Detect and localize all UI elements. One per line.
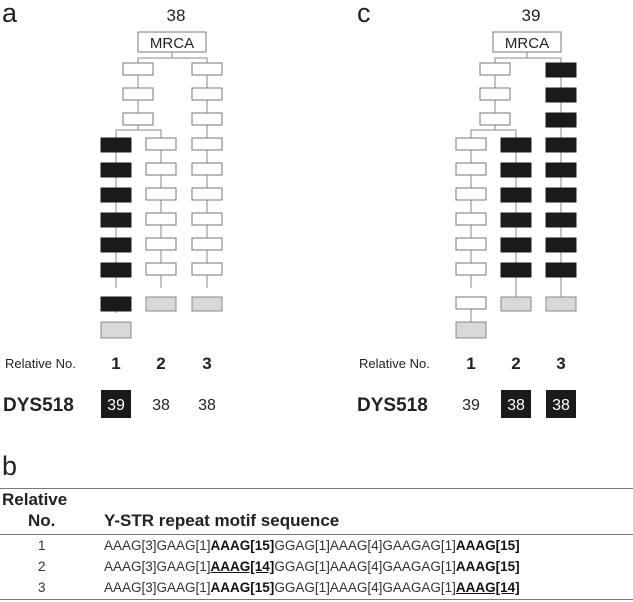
relative-1-box (100, 321, 132, 339)
mutated-box (545, 187, 577, 203)
generation-box (122, 112, 154, 126)
panel-a-letter: a (2, 0, 18, 28)
header-relative: Relative (2, 490, 68, 509)
mutated-box (545, 87, 577, 103)
generation-box (122, 87, 154, 101)
allele-value: 39 (107, 397, 125, 414)
generation-box (455, 212, 487, 226)
generation-box (145, 237, 177, 251)
table-top-rule (0, 488, 633, 489)
allele-value: 38 (552, 397, 570, 414)
pedigree-a: 38 MRCA (3, 6, 223, 418)
generation-box (479, 87, 511, 101)
generation-box (191, 137, 223, 151)
row-number: 2 (38, 559, 46, 574)
generation-box (191, 162, 223, 176)
allele-value: 38 (507, 397, 525, 414)
mutated-box (545, 212, 577, 228)
mutated-box (500, 162, 532, 178)
table-row: AAAG[3]GAAG[1]AAAG[14]GGAG[1]AAAG[4]GAAG… (104, 559, 520, 574)
table-bottom-rule (0, 599, 633, 600)
table-row: AAAG[3]GAAG[1]AAAG[15]GGAG[1]AAAG[4]GAAG… (104, 538, 520, 553)
generation-box (145, 212, 177, 226)
mutated-box (545, 112, 577, 128)
relative-number: 2 (156, 354, 165, 373)
mrca-label: MRCA (150, 35, 194, 52)
header-no: No. (28, 511, 56, 530)
tree-lines (115, 52, 208, 325)
relative-number: 1 (111, 354, 120, 373)
generation-box (455, 162, 487, 176)
relative-no-label: Relative No. (359, 356, 430, 371)
panel-b-letter: b (2, 451, 18, 481)
mrca-value: 39 (522, 6, 541, 25)
mutated-box (500, 237, 532, 253)
generation-box (191, 237, 223, 251)
relative-number: 2 (511, 354, 520, 373)
generation-box (455, 262, 487, 276)
generation-box (145, 137, 177, 151)
mutated-box (500, 137, 532, 153)
generation-box (455, 187, 487, 201)
mutated-box (545, 62, 577, 78)
mutated-box (545, 237, 577, 253)
highlight-value-box (101, 390, 131, 418)
marker-label: DYS518 (3, 395, 74, 416)
relative-2-box (500, 296, 532, 312)
highlight-value-box (501, 390, 531, 418)
relative-3-box (191, 296, 223, 312)
marker-label: DYS518 (357, 395, 428, 416)
mutated-box (100, 212, 132, 228)
row-number: 1 (38, 538, 46, 553)
mutated-box (500, 212, 532, 228)
header-rule (0, 534, 633, 535)
tree-lines (470, 52, 562, 322)
generation-box (479, 62, 511, 76)
generation-box (145, 162, 177, 176)
mutated-box (100, 296, 132, 312)
mutated-box (100, 187, 132, 203)
mutated-box (545, 262, 577, 278)
mrca-value: 38 (167, 6, 186, 25)
mutated-box (545, 137, 577, 153)
header-sequence: Y-STR repeat motif sequence (104, 511, 340, 530)
mutated-box (100, 137, 132, 153)
relative-2-box (145, 296, 177, 312)
generation-box (455, 296, 487, 310)
generation-box (191, 62, 223, 76)
mutated-box (100, 162, 132, 178)
allele-value: 39 (462, 397, 480, 414)
relative-number: 3 (202, 354, 211, 373)
generation-box (145, 187, 177, 201)
mutated-box (100, 262, 132, 278)
generation-box (191, 212, 223, 226)
generation-box (191, 187, 223, 201)
relative-1-box (455, 321, 487, 339)
row-number: 3 (38, 580, 46, 595)
generation-box (122, 62, 154, 76)
highlight-value-box (546, 390, 576, 418)
generation-box (145, 262, 177, 276)
relative-number: 3 (556, 354, 565, 373)
generation-box (479, 112, 511, 126)
mutated-box (545, 162, 577, 178)
allele-value: 38 (152, 397, 170, 414)
mutated-box (500, 262, 532, 278)
relative-3-box (545, 296, 577, 312)
generation-box (191, 262, 223, 276)
mrca-label: MRCA (505, 35, 549, 52)
relative-number: 1 (466, 354, 475, 373)
mutated-box (100, 237, 132, 253)
relative-no-label: Relative No. (5, 356, 76, 371)
pedigree-c: 39 MRCA (357, 6, 577, 418)
table-row: AAAG[3]GAAG[1]AAAG[15]GGAG[1]AAAG[4]GAAG… (104, 580, 520, 595)
allele-value: 38 (198, 397, 216, 414)
generation-box (191, 87, 223, 101)
generation-box (455, 137, 487, 151)
mutated-box (500, 187, 532, 203)
generation-box (455, 237, 487, 251)
panel-c-letter: c (357, 0, 371, 28)
generation-box (191, 112, 223, 126)
